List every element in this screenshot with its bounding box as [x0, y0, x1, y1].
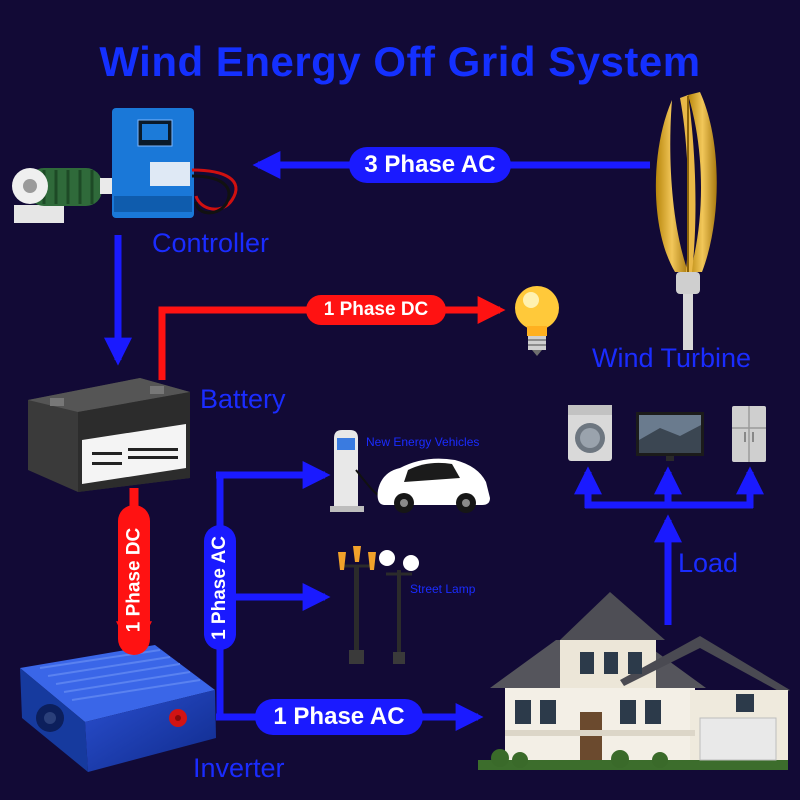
dump-load-resistor-icon [12, 168, 114, 223]
electric-car-icon [377, 458, 490, 513]
wind-turbine-icon [655, 92, 717, 350]
house-icon [478, 592, 790, 770]
label-load: Load [678, 548, 739, 578]
page-title: Wind Energy Off Grid System [99, 38, 701, 85]
connection-battery-to-inverter: 1 Phase DC [118, 505, 150, 655]
label-controller: Controller [152, 228, 270, 258]
light-bulb-icon [515, 286, 559, 356]
connection-inverter-branch-text: 1 Phase AC [209, 535, 230, 640]
line-house-to-load [574, 466, 764, 625]
connection-turbine-to-controller: 3 Phase AC [349, 147, 511, 183]
label-street-lamp: Street Lamp [410, 582, 476, 596]
label-inverter: Inverter [193, 753, 285, 783]
connection-battery-to-inverter-text: 1 Phase DC [123, 527, 145, 633]
inverter-icon [20, 645, 216, 772]
label-new-energy-vehicles: New Energy Vehicles [366, 435, 480, 449]
battery-icon [28, 378, 190, 492]
street-lamp-icon [338, 546, 419, 664]
label-wind-turbine: Wind Turbine [592, 343, 752, 373]
label-battery: Battery [200, 384, 286, 414]
connection-battery-to-bulb: 1 Phase DC [306, 295, 446, 325]
connection-inverter-branch: 1 Phase AC [204, 525, 236, 650]
television-icon [636, 412, 704, 461]
charge-controller-icon [112, 108, 238, 218]
washing-machine-icon [568, 405, 612, 461]
connection-inverter-to-house: 1 Phase AC [255, 699, 423, 735]
refrigerator-icon [732, 406, 766, 462]
